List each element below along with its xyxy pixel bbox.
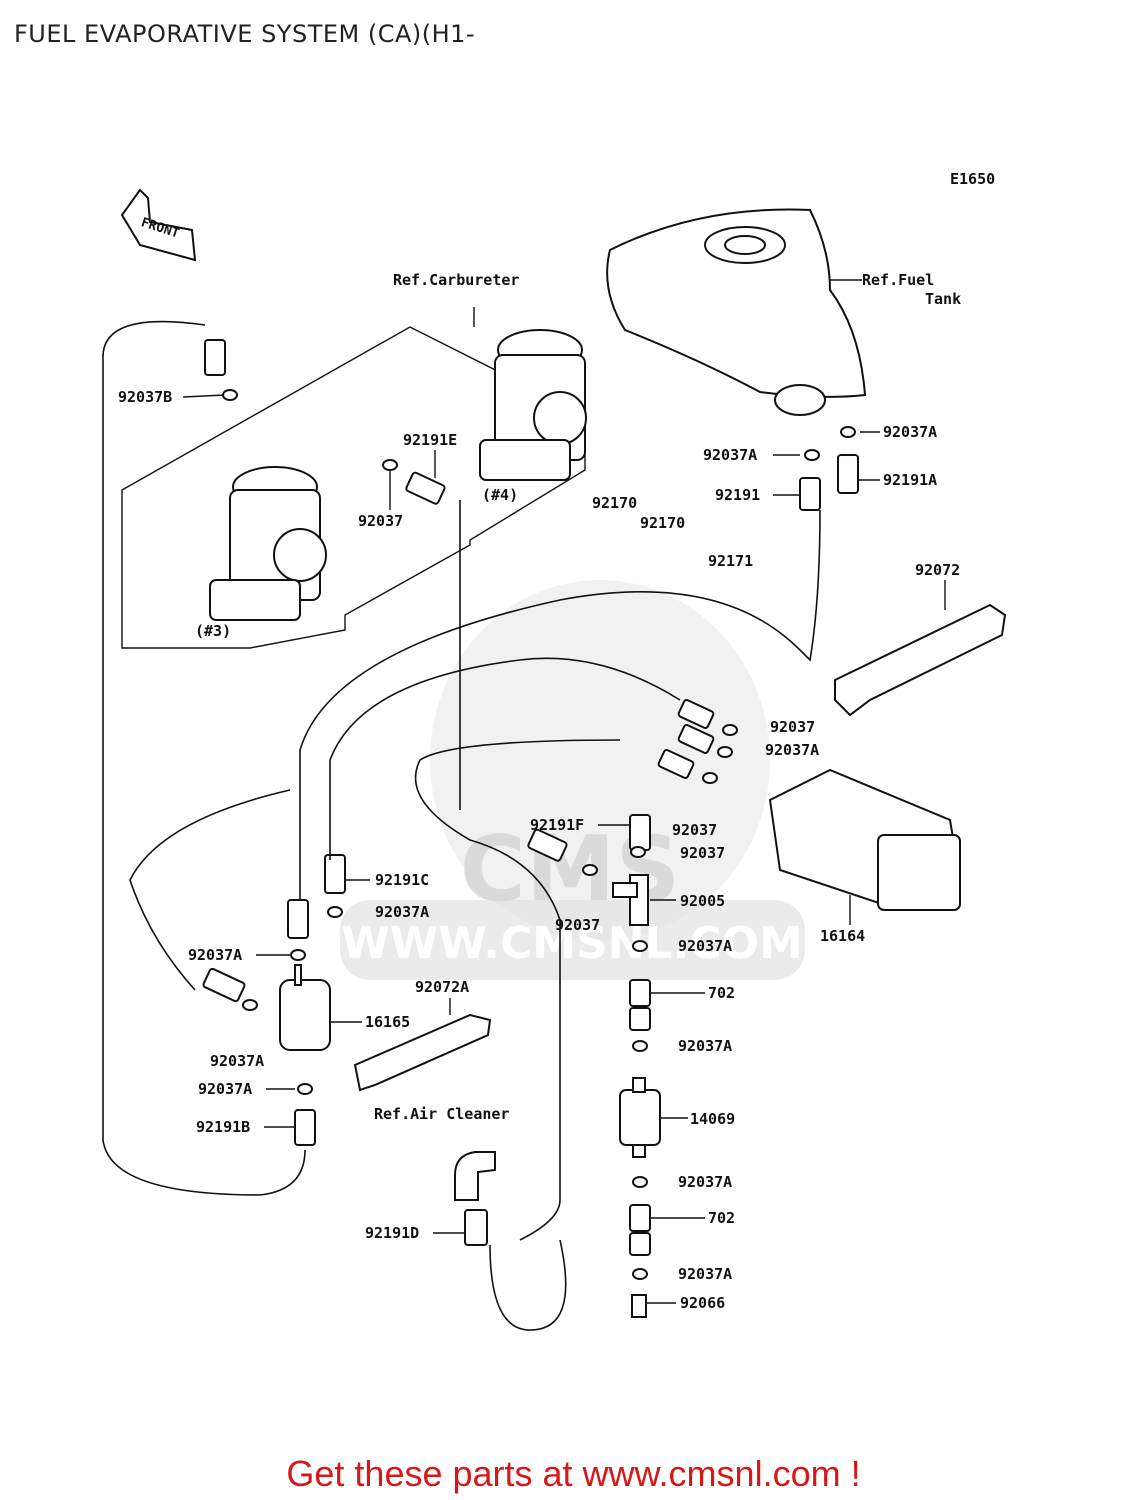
label-16165: 16165 xyxy=(365,1013,410,1031)
valve-16165 xyxy=(279,964,331,1051)
ref-carbureter-label: Ref.Carbureter xyxy=(393,271,519,289)
label-92066: 92066 xyxy=(680,1294,725,1312)
ref-air-cleaner-label: Ref.Air Cleaner xyxy=(374,1105,509,1123)
label-92037-tee: 92037 xyxy=(680,844,725,862)
label-92191f: 92191F xyxy=(530,816,584,834)
fuel-tank xyxy=(606,208,867,416)
label-92037-left: 92037 xyxy=(555,916,600,934)
watermark-logo: CMS WWW.CMSNL.COM xyxy=(340,580,805,980)
label-14069: 14069 xyxy=(690,1110,735,1128)
label-92171: 92171 xyxy=(708,552,753,570)
carburetor-3 xyxy=(209,466,327,621)
carburetor-4 xyxy=(479,329,587,481)
hoses xyxy=(102,320,859,1331)
bracket-92072a xyxy=(353,1013,492,1092)
part-labels: Ref.Carbureter Ref.Fuel Tank Ref.Air Cle… xyxy=(118,271,961,1312)
label-92072a: 92072A xyxy=(415,978,469,996)
parts-diagram: CMS WWW.CMSNL.COM E1650 FRONT xyxy=(102,170,1007,1331)
tee-92005 xyxy=(612,874,649,926)
label-92037a-canister: 92037A xyxy=(765,741,819,759)
label-92037-lower: 92037 xyxy=(672,821,717,839)
canister xyxy=(768,768,962,912)
label-92191a: 92191A xyxy=(883,471,937,489)
label-92191d: 92191D xyxy=(365,1224,419,1242)
label-92037-canister: 92037 xyxy=(770,718,815,736)
watermark-url: WWW.CMSNL.COM xyxy=(341,918,803,969)
label-92170-a: 92170 xyxy=(592,494,637,512)
diagram-code: E1650 xyxy=(950,170,995,188)
air-cleaner-elbow xyxy=(454,1151,496,1201)
label-92037a-tee2: 92037A xyxy=(678,937,732,955)
page-title: FUEL EVAPORATIVE SYSTEM (CA)(H1- xyxy=(14,20,476,48)
label-92170-b: 92170 xyxy=(640,514,685,532)
label-92072: 92072 xyxy=(915,561,960,579)
label-92037a-filter-top: 92037A xyxy=(678,1037,732,1055)
carb-3-label: (#3) xyxy=(195,622,231,640)
label-92191e: 92191E xyxy=(403,431,457,449)
label-92037a-bottom: 92037A xyxy=(678,1265,732,1283)
label-92037a-valve2: 92037A xyxy=(198,1080,252,1098)
label-92037a-c: 92037A xyxy=(375,903,429,921)
filter-14069 xyxy=(619,1077,661,1158)
label-92191: 92191 xyxy=(715,486,760,504)
label-92037a-tank: 92037A xyxy=(883,423,937,441)
ref-fuel-tank-label: Ref.Fuel xyxy=(862,271,934,289)
label-92037a-left: 92037A xyxy=(188,946,242,964)
label-92037a-valve: 92037A xyxy=(210,1052,264,1070)
front-arrow-icon: FRONT xyxy=(120,188,197,262)
label-702-a: 702 xyxy=(708,984,735,1002)
label-92037a-mid: 92037A xyxy=(703,446,757,464)
label-16164: 16164 xyxy=(820,927,865,945)
footer-link[interactable]: Get these parts at www.cmsnl.com ! xyxy=(286,1453,861,1494)
label-92191c: 92191C xyxy=(375,871,429,889)
fitting-92066 xyxy=(631,1294,647,1318)
clamps xyxy=(222,389,856,1280)
label-92037: 92037 xyxy=(358,512,403,530)
label-92037b: 92037B xyxy=(118,388,172,406)
label-702-b: 702 xyxy=(708,1209,735,1227)
ref-fuel-tank-label-2: Tank xyxy=(925,290,961,308)
bracket-92072 xyxy=(834,603,1007,717)
label-92191b: 92191B xyxy=(196,1118,250,1136)
carb-4-label: (#4) xyxy=(482,486,518,504)
label-92005: 92005 xyxy=(680,892,725,910)
label-92037a-filter-bottom: 92037A xyxy=(678,1173,732,1191)
